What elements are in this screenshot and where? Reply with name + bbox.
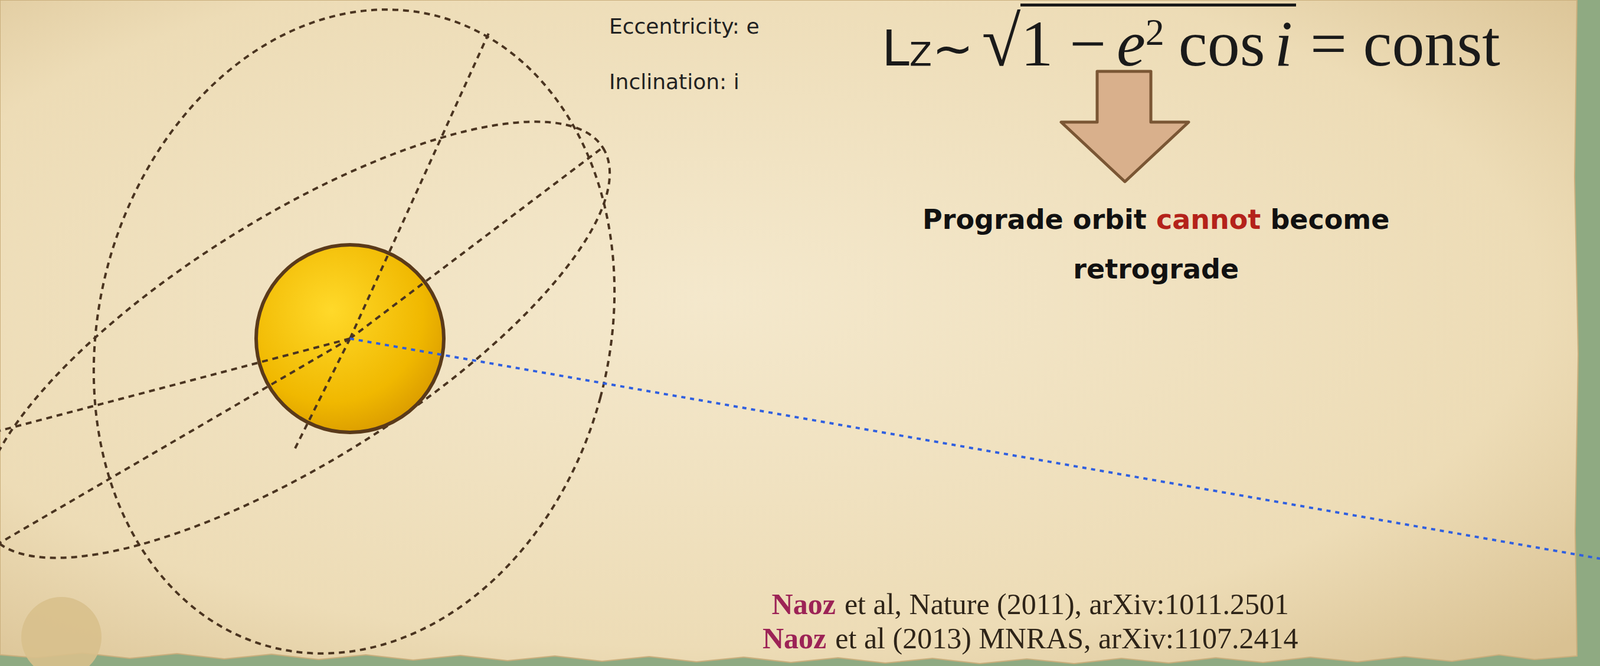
- label-text: i: [1274, 7, 1293, 80]
- statement-line: Prograde orbit cannot become: [922, 194, 1390, 245]
- orbit-ellipse: [23, 0, 686, 666]
- label-text: Prograde orbit: [922, 203, 1147, 236]
- label-text: et al, Nature (2011), arXiv:1011.2501: [844, 587, 1289, 621]
- reference-line: Naozet al, Nature (2011), arXiv:1011.250…: [762, 587, 1299, 622]
- references: Naozet al, Nature (2011), arXiv:1011.250…: [762, 587, 1299, 656]
- label-text: ~: [931, 19, 974, 78]
- reference-line: Naozet al (2013) MNRAS, arXiv:1107.2414: [762, 621, 1299, 656]
- down-arrow: [1061, 71, 1189, 182]
- line-of-sight: [349, 338, 1600, 559]
- label-text: become: [1270, 203, 1390, 236]
- label-text: Naoz: [771, 587, 836, 621]
- label-text: Inclination: i: [609, 69, 740, 94]
- label-text: Z: [909, 34, 932, 74]
- orbit-ellipses: [0, 0, 685, 666]
- orbit-ellipse: [0, 44, 668, 636]
- label-text: 1 −: [1020, 7, 1107, 80]
- label-text: Naoz: [762, 622, 827, 656]
- label-text: et al (2013) MNRAS, arXiv:1107.2414: [835, 622, 1298, 656]
- label-text: cannot: [1156, 203, 1261, 236]
- parameter-label: Inclination: i: [609, 69, 740, 94]
- label-text: √: [982, 2, 1022, 81]
- orbit-line: [0, 338, 350, 543]
- label-text: retrograde: [1072, 253, 1239, 286]
- radical-bar: 1 −e2 cosi: [1020, 3, 1297, 80]
- orbit-line: [295, 338, 350, 449]
- label-text: L: [881, 19, 910, 78]
- label-text: = const: [1310, 7, 1501, 80]
- orbit-lines: [0, 30, 602, 543]
- label-text: cos: [1178, 7, 1266, 80]
- orbit-line: [349, 30, 490, 339]
- orbit-line: [349, 148, 602, 339]
- label-text: Eccentricity: e: [609, 14, 760, 39]
- label-text: 2: [1145, 11, 1165, 54]
- label-text: e: [1116, 7, 1146, 80]
- corner-dot: [21, 597, 102, 666]
- statement: Prograde orbit cannot become retrograde: [922, 194, 1390, 294]
- parameter-label: Eccentricity: e: [609, 14, 760, 39]
- statement-line: retrograde: [922, 244, 1390, 294]
- orbit-line: [0, 338, 350, 431]
- formula: LZ~√1 −e2 cosi= const: [881, 1, 1501, 83]
